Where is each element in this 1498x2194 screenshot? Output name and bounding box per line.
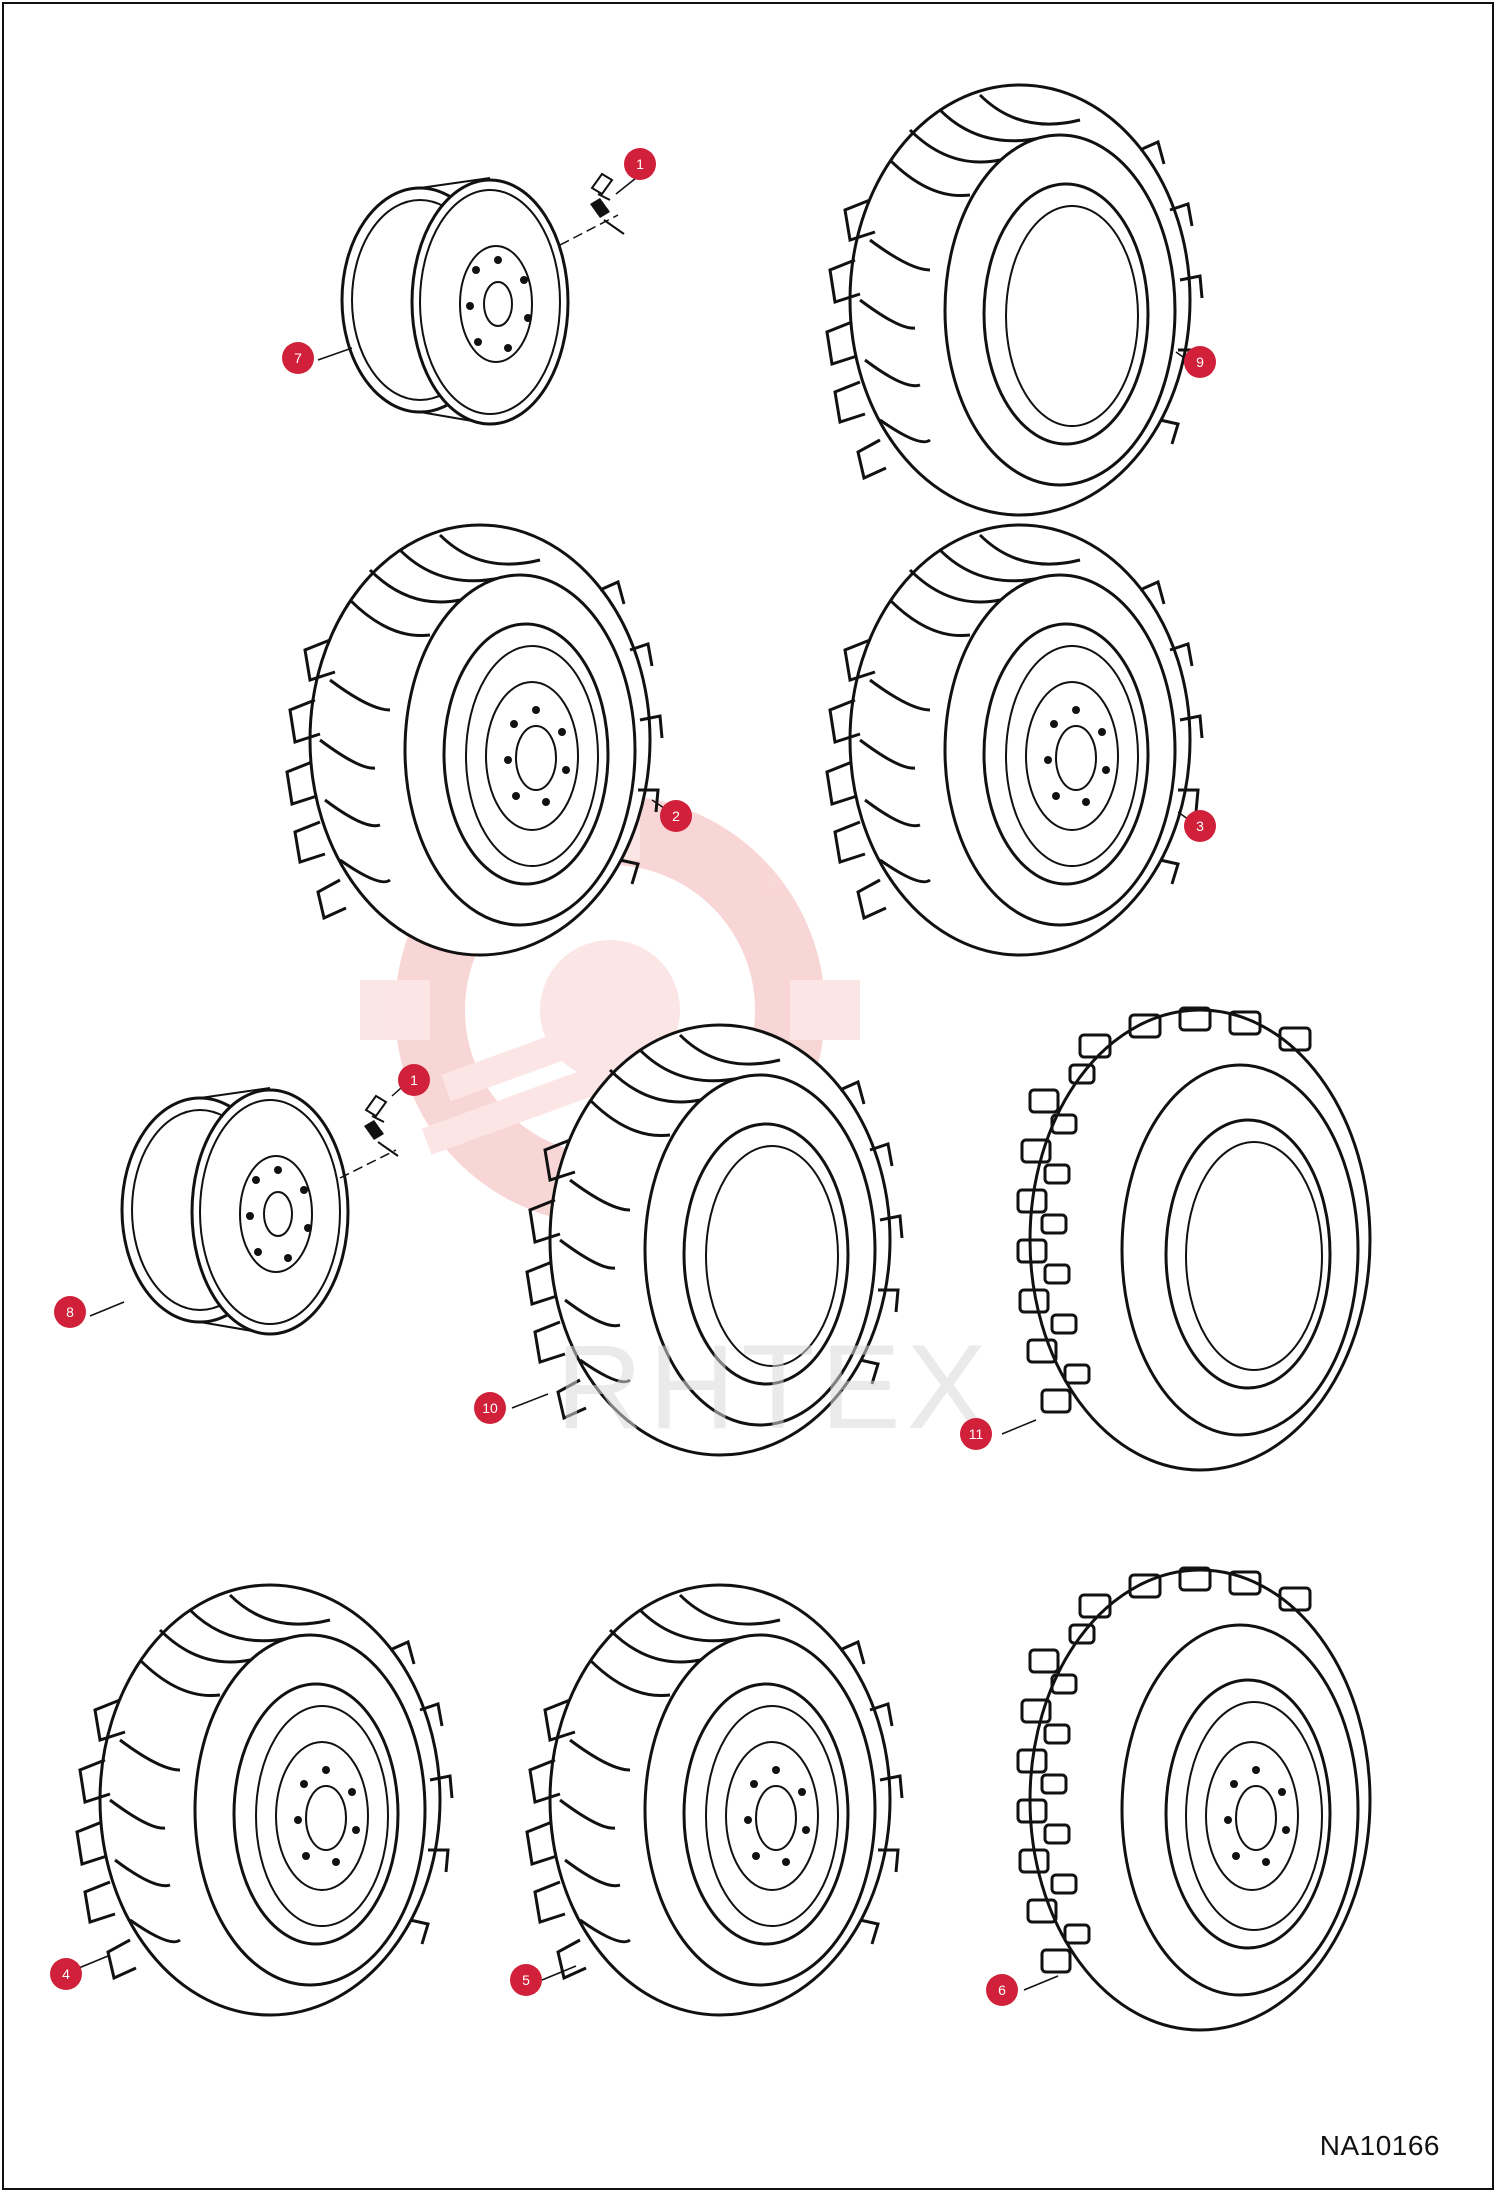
part-tire-rim-2 — [285, 523, 664, 957]
part-tire-rim-4 — [75, 1583, 454, 2017]
figure-id: NA10166 — [1319, 2130, 1440, 2161]
callout-6[interactable]: 6 — [986, 1974, 1018, 2006]
callout-10[interactable]: 10 — [474, 1392, 506, 1424]
part-rim-8 — [120, 1086, 350, 1336]
callout-3[interactable]: 3 — [1184, 810, 1216, 842]
callout-5[interactable]: 5 — [510, 1964, 542, 1996]
callout-7[interactable]: 7 — [282, 342, 314, 374]
watermark-text: RHTEX — [556, 1320, 993, 1454]
assembly-line — [339, 1149, 397, 1179]
callout-9[interactable]: 9 — [1184, 346, 1216, 378]
assembly-line — [559, 214, 619, 246]
callout-1b[interactable]: 1 — [398, 1064, 430, 1096]
callout-1[interactable]: 1 — [624, 148, 656, 180]
part-tire-9 — [825, 83, 1204, 517]
part-valve-stem-1 — [589, 173, 625, 235]
part-tire-rim-3 — [825, 523, 1204, 957]
part-tire-11 — [1016, 1006, 1372, 1472]
part-valve-stem-1b — [363, 1095, 399, 1157]
part-tire-rim-6 — [1016, 1566, 1372, 2032]
callout-11[interactable]: 11 — [960, 1418, 992, 1450]
callout-8[interactable]: 8 — [54, 1296, 86, 1328]
callout-4[interactable]: 4 — [50, 1958, 82, 1990]
part-tire-rim-5 — [525, 1583, 904, 2017]
leader-lines — [73, 177, 1193, 1991]
part-rim-7 — [340, 176, 570, 426]
callout-2[interactable]: 2 — [660, 800, 692, 832]
